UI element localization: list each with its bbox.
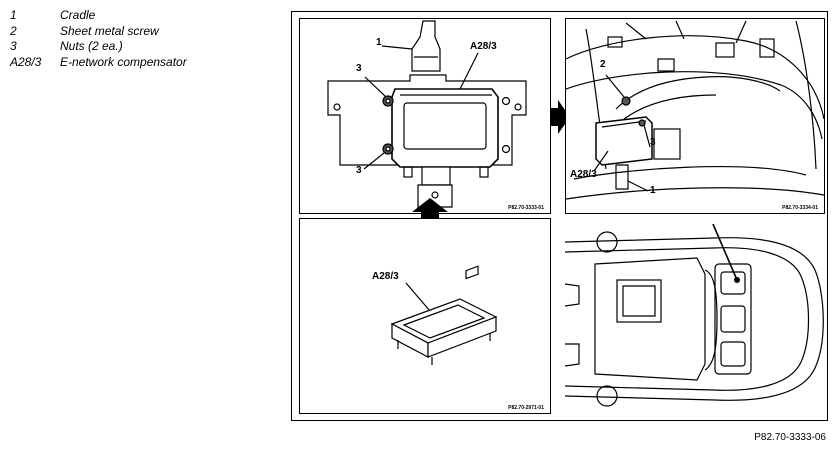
panel-code: P82.70-3333-01 <box>508 205 544 211</box>
mounted-compensator-drawing <box>327 20 527 208</box>
label-a28-3: A28/3 <box>470 41 497 52</box>
label-a28-3: A28/3 <box>570 169 597 180</box>
legend-item: 2 Sheet metal screw <box>10 24 187 40</box>
legend-item: A28/3 E-network compensator <box>10 55 187 71</box>
panel-mounted-compensator: 1 A28/3 3 3 P82.70-3333-01 <box>299 18 551 214</box>
panel-installed-location: 2 3 A28/3 1 P82.70-3334-01 <box>565 18 825 214</box>
vehicle-top-view-drawing <box>565 224 824 407</box>
label-1: 1 <box>650 185 656 196</box>
panel-code: P82.70-2971-01 <box>508 405 544 411</box>
panel-compensator-detail: A28/3 P82.70-2971-01 <box>299 218 551 414</box>
vehicle-overview <box>565 224 827 418</box>
legend-number: 2 <box>10 23 17 38</box>
illustration-frame: 1 A28/3 3 3 P82.70-3333-01 <box>291 11 828 421</box>
installed-location-drawing <box>566 20 824 200</box>
legend-item: 3 Nuts (2 ea.) <box>10 39 187 55</box>
compensator-detail-drawing <box>390 265 498 365</box>
label-2: 2 <box>600 59 606 70</box>
figure-code: P82.70-3333-06 <box>754 432 826 443</box>
label-3: 3 <box>356 165 362 176</box>
legend-text: Cradle <box>60 8 96 22</box>
legend-item: 1 Cradle <box>10 8 187 24</box>
legend-number: 3 <box>10 39 17 53</box>
legend: 1 Cradle 2 Sheet metal screw 3 Nuts (2 ea.)… <box>10 8 187 70</box>
label-a28-3: A28/3 <box>372 271 399 282</box>
panel-code: P82.70-3334-01 <box>782 205 818 211</box>
label-3: 3 <box>356 63 362 74</box>
legend-number: 1 <box>10 8 17 22</box>
arrow-right-icon <box>550 100 570 134</box>
label-1: 1 <box>376 37 382 48</box>
legend-text: E-network compensator <box>60 54 187 69</box>
legend-text: Sheet metal screw <box>60 23 159 38</box>
legend-number: A28/3 <box>10 54 42 69</box>
legend-text: Nuts (2 ea.) <box>60 39 123 53</box>
label-3: 3 <box>650 137 656 148</box>
